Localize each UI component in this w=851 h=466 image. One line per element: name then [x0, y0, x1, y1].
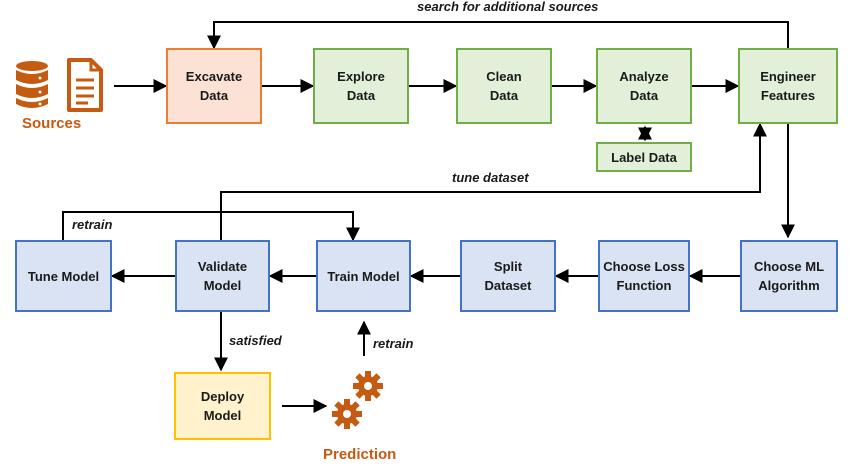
excavate-data-box: Excavate Data — [166, 48, 262, 124]
satisfied-label: satisfied — [229, 333, 282, 348]
clean-data-box: Clean Data — [456, 48, 552, 124]
choose-loss-function-box: Choose Loss Function — [598, 240, 690, 312]
arrow-tune-dataset-loop — [220, 122, 767, 240]
engineer-features-box: Engineer Features — [738, 48, 838, 124]
arrow-retrain-top-loop — [62, 211, 360, 242]
sources-caption: Sources — [22, 115, 82, 132]
analyze-data-box: Analyze Data — [596, 48, 692, 124]
database-icon — [16, 61, 48, 108]
split-dataset-box: Split Dataset — [460, 240, 556, 312]
gears-icon — [332, 371, 383, 429]
label-data-box: Label Data — [596, 142, 692, 172]
retrain-top-label: retrain — [72, 217, 113, 232]
tune-dataset-label: tune dataset — [452, 170, 529, 185]
tune-model-box: Tune Model — [15, 240, 112, 312]
document-icon — [67, 58, 103, 112]
deploy-model-box: Deploy Model — [174, 372, 271, 440]
arrow-search-loop — [207, 21, 789, 50]
explore-data-box: Explore Data — [313, 48, 409, 124]
validate-model-box: Validate Model — [175, 240, 270, 312]
train-model-box: Train Model — [316, 240, 411, 312]
retrain-bottom-label: retrain — [373, 336, 414, 351]
search-sources-label: search for additional sources — [417, 0, 599, 14]
choose-ml-algorithm-box: Choose ML Algorithm — [740, 240, 838, 312]
prediction-caption: Prediction — [323, 446, 397, 463]
